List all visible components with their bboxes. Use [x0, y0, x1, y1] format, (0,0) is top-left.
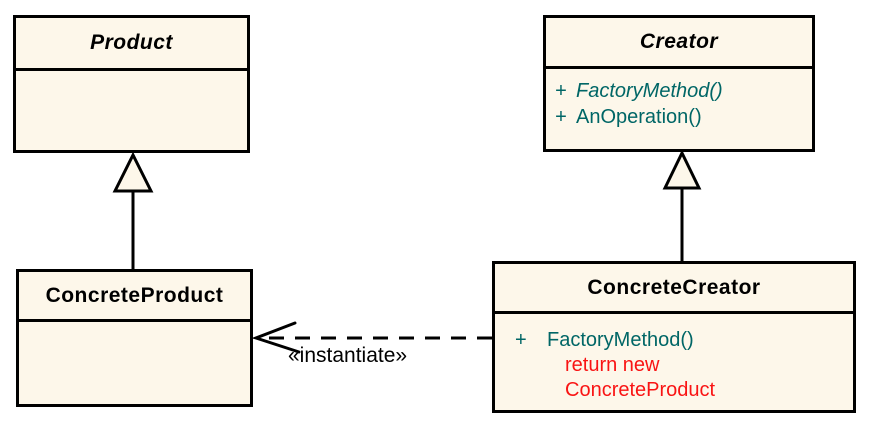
instantiate-edge-label: «instantiate»: [288, 344, 408, 367]
class-box-product: Product: [13, 15, 250, 153]
visibility-symbol: +: [515, 329, 527, 351]
class-title-concrete-product: ConcreteProduct: [19, 272, 250, 322]
visibility-symbol: +: [555, 106, 567, 128]
code-annotation-line: ConcreteProduct: [565, 379, 716, 401]
method-name: AnOperation(): [576, 106, 702, 128]
method-row-anoperation: + AnOperation(): [546, 104, 812, 130]
class-title-concrete-creator: ConcreteCreator: [495, 264, 853, 314]
method-row-factorymethod: + FactoryMethod(): [495, 327, 853, 353]
code-annotation-line: return new: [565, 354, 660, 376]
visibility-symbol: +: [555, 80, 567, 102]
method-row-factorymethod: + FactoryMethod(): [546, 78, 812, 104]
class-body-concrete-creator: + FactoryMethod() return new ConcretePro…: [495, 314, 853, 403]
method-name: FactoryMethod(): [576, 80, 723, 102]
class-title-product: Product: [16, 18, 247, 71]
generalization-arrow-product: [112, 151, 154, 269]
method-name: FactoryMethod(): [547, 329, 694, 351]
generalization-arrow-creator: [662, 149, 702, 261]
class-body-creator: + FactoryMethod() + AnOperation(): [546, 69, 812, 130]
class-title-creator: Creator: [546, 18, 812, 69]
class-box-concrete-product: ConcreteProduct: [16, 269, 253, 407]
class-box-concrete-creator: ConcreteCreator + FactoryMethod() return…: [492, 261, 856, 413]
class-box-creator: Creator + FactoryMethod() + AnOperation(…: [543, 15, 815, 152]
